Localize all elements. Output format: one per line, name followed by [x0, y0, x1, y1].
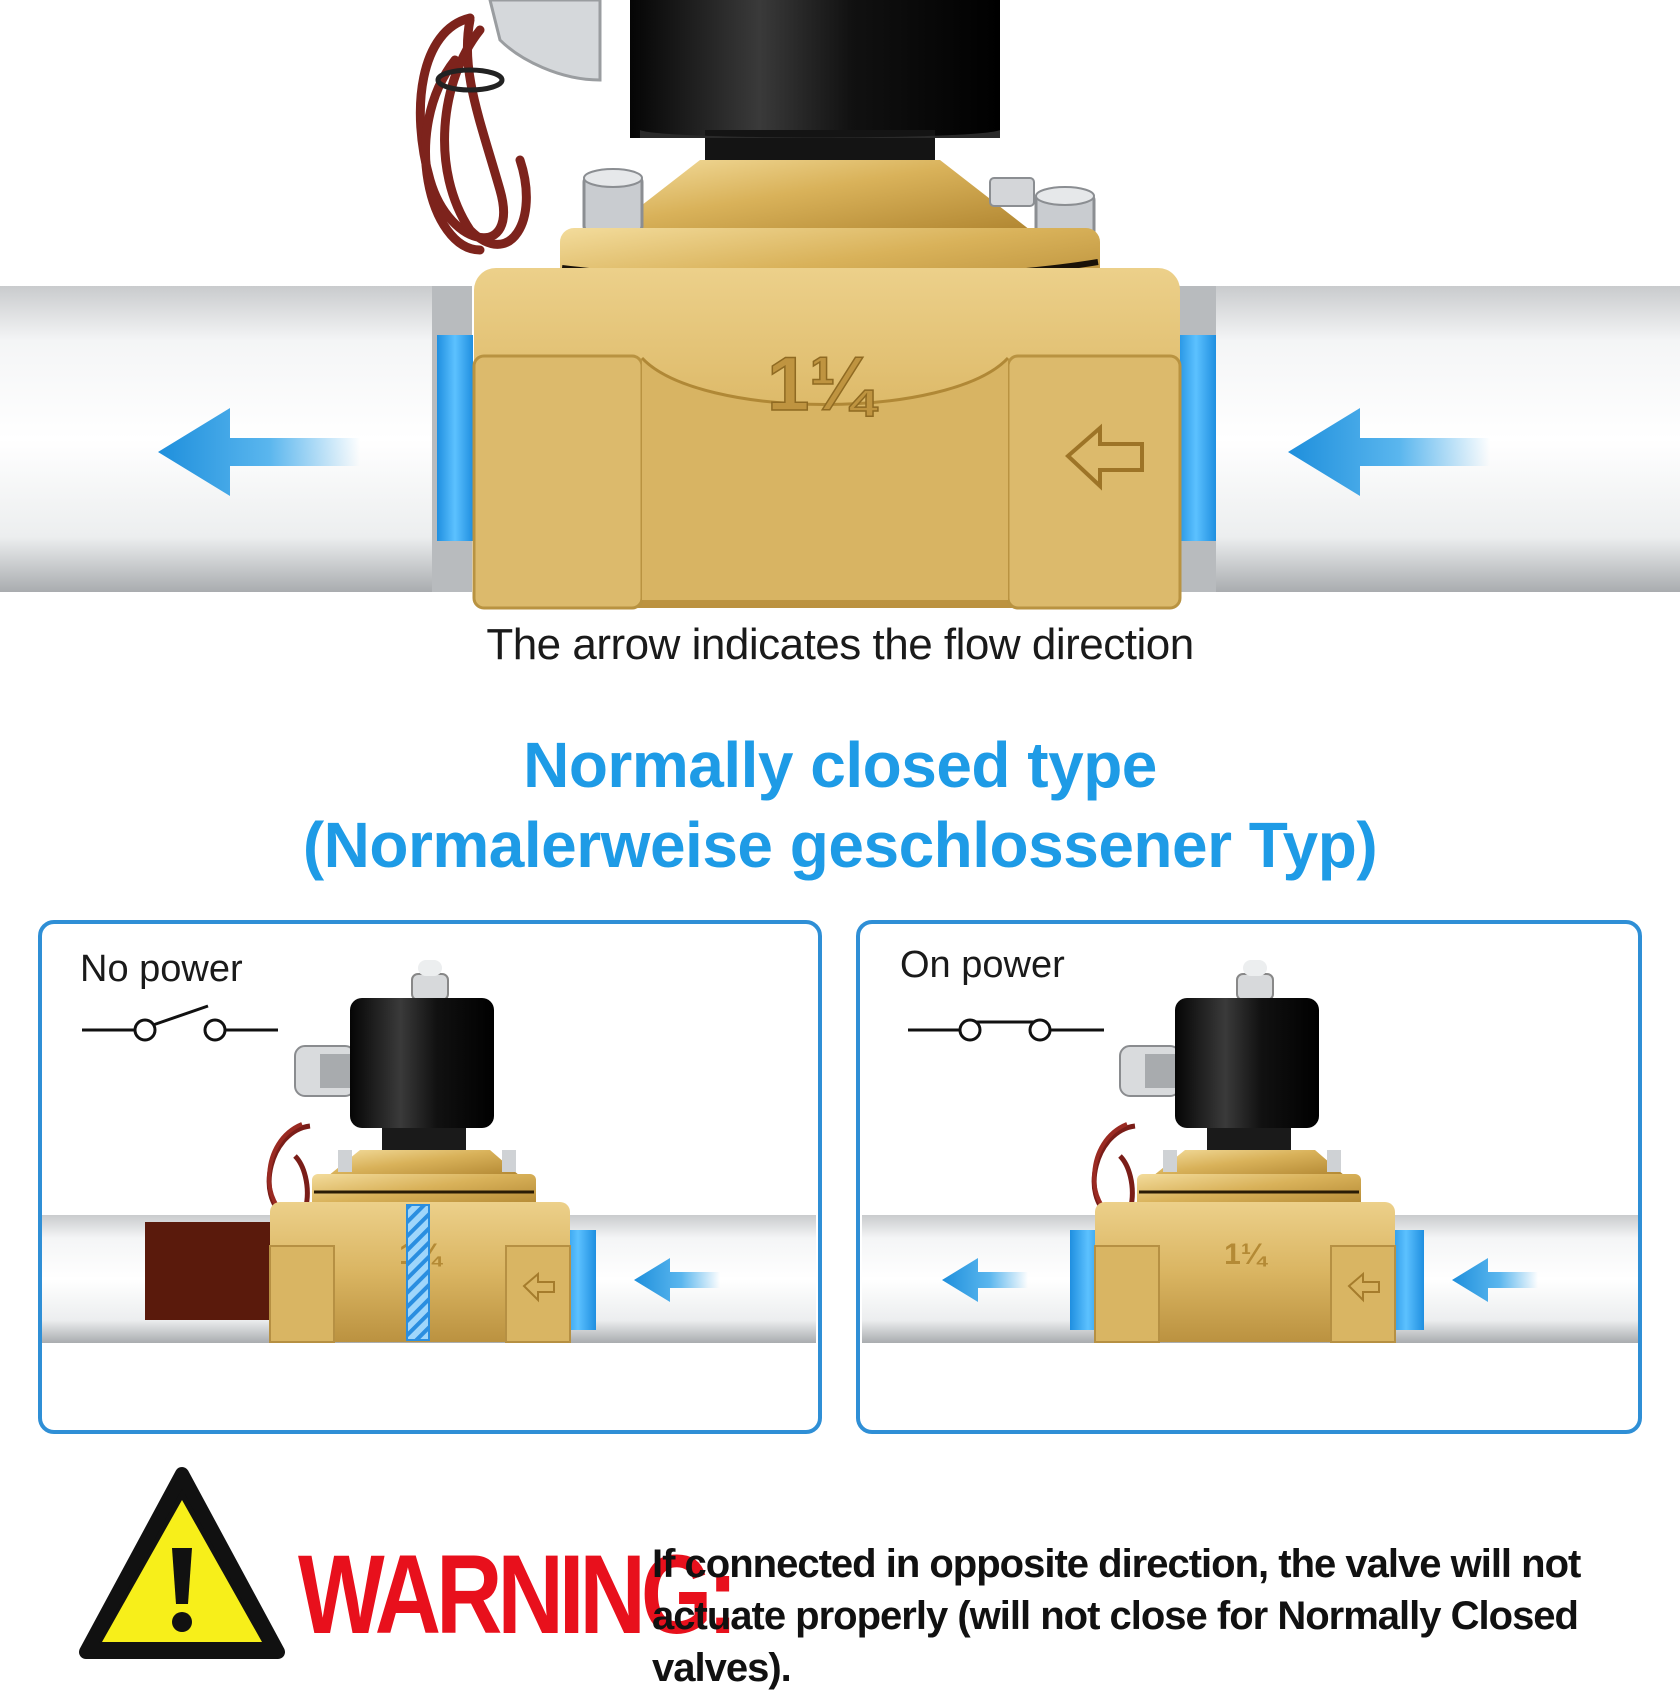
panel1-flow-arrow-icon	[634, 1258, 720, 1302]
on-power-label: On power	[900, 944, 1065, 986]
closed-plunger-marker	[406, 1204, 430, 1341]
no-power-label: No power	[80, 948, 243, 990]
blocked-pipe-section	[145, 1222, 275, 1320]
warning-text: If connected in opposite direction, the …	[652, 1542, 1581, 1690]
panel2-flow-arrow-in-icon	[1452, 1258, 1538, 1302]
flow-arrow-right-icon	[1288, 408, 1490, 496]
right-water	[1176, 335, 1216, 541]
size-marking: 1¼	[767, 342, 878, 427]
panel-no-power	[38, 920, 822, 1434]
title-normally-closed: Normally closed type	[523, 729, 1157, 801]
switch-open-icon	[82, 1004, 278, 1042]
coil-wires	[415, 13, 531, 255]
panel-no-power-illustration	[42, 960, 816, 1343]
top-valve-illustration: 1¼	[0, 0, 1680, 610]
flow-direction-caption: The arrow indicates the flow direction	[486, 620, 1194, 669]
flow-arrow-left-icon	[158, 408, 360, 496]
warning-triangle-icon	[79, 1467, 285, 1659]
embossed-arrow-icon	[1065, 423, 1144, 491]
panel-on-power-illustration	[862, 960, 1638, 1343]
left-water	[437, 335, 473, 541]
bolt-left	[582, 168, 644, 234]
switch-closed-icon	[908, 1018, 1104, 1042]
panel-on-power	[856, 920, 1642, 1434]
title-normally-closed-german: (Normalerweise geschlossener Typ)	[302, 809, 1378, 881]
solenoid-coil	[630, 0, 1000, 138]
valve-bonnet	[610, 160, 1030, 230]
panel2-flow-arrow-out-icon	[942, 1258, 1028, 1302]
warning-word: WARNING:	[298, 1532, 738, 1657]
